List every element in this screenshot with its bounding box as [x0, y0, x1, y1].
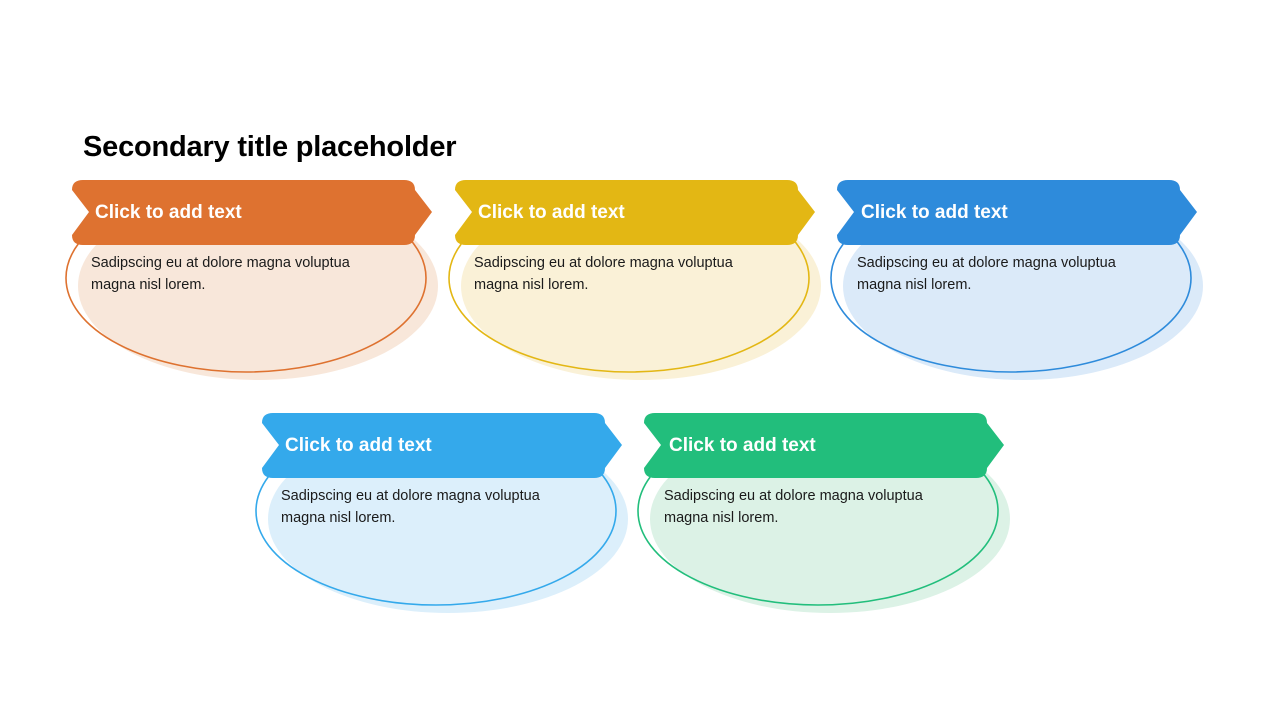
page-title: Secondary title placeholder: [83, 131, 457, 163]
banner-ribbon: [644, 413, 1004, 478]
card-body-text: Sadipscing eu at dolore magna voluptua m…: [474, 255, 733, 293]
banner-ribbon: [262, 413, 622, 478]
content-card[interactable]: Click to add text Sadipscing eu at dolor…: [255, 413, 628, 633]
banner-ribbon: [837, 180, 1197, 245]
card-body-text: Sadipscing eu at dolore magna voluptua m…: [91, 255, 350, 293]
content-card[interactable]: Click to add text Sadipscing eu at dolor…: [448, 180, 821, 400]
content-card[interactable]: Click to add text Sadipscing eu at dolor…: [65, 180, 438, 400]
card-shape: [637, 413, 1010, 613]
card-shape: [255, 413, 628, 613]
card-body-text: Sadipscing eu at dolore magna voluptua m…: [857, 255, 1116, 293]
banner-ribbon: [72, 180, 432, 245]
card-body-text: Sadipscing eu at dolore magna voluptua m…: [281, 488, 540, 526]
content-card[interactable]: Click to add text Sadipscing eu at dolor…: [637, 413, 1010, 633]
card-body-text: Sadipscing eu at dolore magna voluptua m…: [664, 488, 923, 526]
card-shape: [830, 180, 1203, 380]
banner-ribbon: [455, 180, 815, 245]
card-shape: [65, 180, 438, 380]
card-shape: [448, 180, 821, 380]
content-card[interactable]: Click to add text Sadipscing eu at dolor…: [830, 180, 1203, 400]
